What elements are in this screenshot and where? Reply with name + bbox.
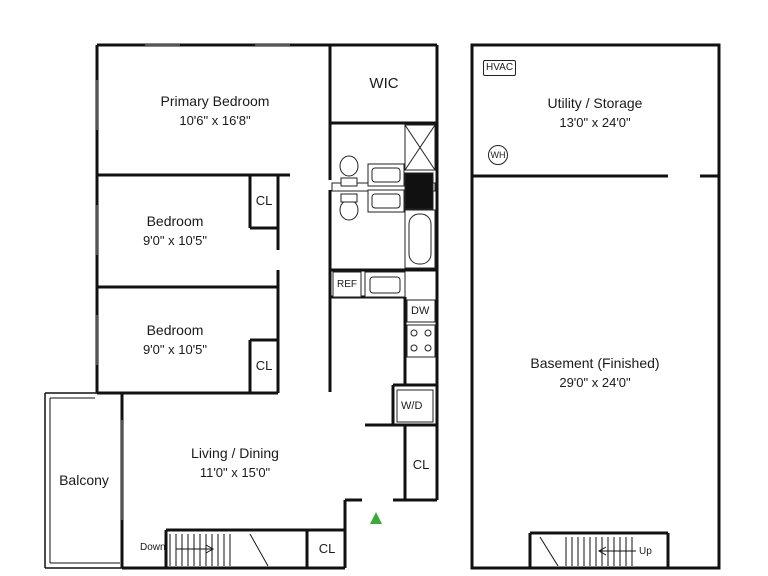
refrigerator-label: REF <box>337 279 357 290</box>
room-name: WIC <box>369 75 399 92</box>
room-wic: WIC <box>340 74 428 93</box>
room-bedroom-2: Bedroom 9'0" x 10'5" <box>105 321 245 359</box>
room-dimensions: 11'0" x 15'0" <box>199 465 271 480</box>
hvac-label: HVAC <box>483 60 517 76</box>
washer-dryer-label: W/D <box>401 400 423 412</box>
windows <box>96 44 290 520</box>
stairs-down-label: Down <box>140 542 166 553</box>
closet-label-stair: CL <box>318 541 336 556</box>
closet-label-living: CL <box>412 457 430 472</box>
room-bedroom-1: Bedroom 9'0" x 10'5" <box>105 212 245 250</box>
stairs-up-label: Up <box>639 546 652 557</box>
closet-label-bedroom-2: CL <box>255 358 273 373</box>
closet-label-bedroom-1: CL <box>255 193 273 208</box>
room-dimensions: 13'0" x 24'0" <box>559 115 631 130</box>
room-basement: Basement (Finished) 29'0" x 24'0" <box>505 354 685 392</box>
room-name: Primary Bedroom <box>160 93 270 109</box>
room-primary-bedroom: Primary Bedroom 10'6" x 16'8" <box>135 92 295 130</box>
stairs-down-drawing <box>164 528 307 568</box>
room-dimensions: 9'0" x 10'5" <box>142 342 208 357</box>
room-name: Basement (Finished) <box>530 355 660 371</box>
bath-fixtures <box>331 124 436 269</box>
room-name: Utility / Storage <box>547 95 643 111</box>
room-living-dining: Living / Dining 11'0" x 15'0" <box>155 444 315 482</box>
room-dimensions: 29'0" x 24'0" <box>559 375 631 390</box>
kitchen-fixtures <box>332 271 436 423</box>
entry-marker <box>370 512 382 524</box>
dishwasher-label: DW <box>411 305 430 317</box>
room-utility-storage: Utility / Storage 13'0" x 24'0" <box>510 94 680 132</box>
room-balcony: Balcony <box>50 471 118 490</box>
room-name: Living / Dining <box>191 445 279 461</box>
basement-walls <box>470 43 721 570</box>
stairs-up-drawing <box>539 536 636 567</box>
room-name: Bedroom <box>146 322 204 338</box>
water-heater-label: WH <box>488 145 508 165</box>
room-dimensions: 10'6" x 16'8" <box>179 113 251 128</box>
room-name: Bedroom <box>146 213 204 229</box>
room-dimensions: 9'0" x 10'5" <box>142 233 208 248</box>
room-name: Balcony <box>59 472 109 488</box>
